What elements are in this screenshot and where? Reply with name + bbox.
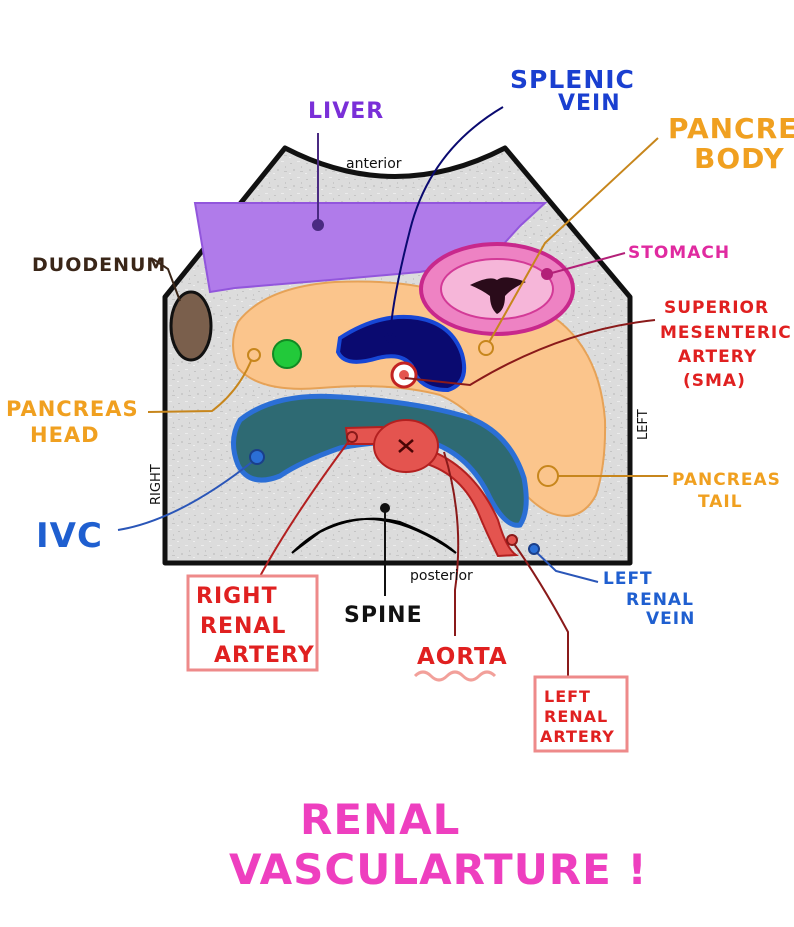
duodenum-shape (169, 290, 213, 362)
sma-label-line3: ARTERY (678, 347, 757, 367)
sma-label-line4: (SMA) (683, 371, 746, 391)
splenic-vein-label-line1: SPLENIC (510, 65, 635, 94)
liver-dot (312, 219, 324, 231)
duodenum-label: DUODENUM (32, 254, 166, 276)
left-renal-vein-dot (528, 543, 540, 555)
pancreas-head-label-line1: PANCREAS (6, 397, 139, 421)
diagram-title-line2: VASCULARTURE ! (229, 845, 648, 894)
splenic-vein-shape (335, 314, 467, 393)
ivc-leader (117, 457, 258, 531)
liver-label: LIVER (308, 99, 384, 124)
pancreas-body-leader (486, 137, 659, 347)
pancreas-head-label-line2: HEAD (30, 423, 100, 447)
aorta-label: AORTA (417, 644, 508, 670)
pancreas-head-dot (247, 348, 261, 362)
left-renal-artery-label-line1: LEFT (544, 687, 591, 706)
splenic-vein-leader (389, 106, 504, 339)
spine-shape (291, 517, 457, 554)
sma-label-line2: MESENTERIC (660, 323, 792, 343)
stomach-lumen (470, 277, 526, 314)
spine-dot (380, 503, 390, 513)
right-renal-artery-dot (346, 431, 358, 443)
stomach-leader (547, 252, 626, 275)
aorta-leader (443, 451, 460, 636)
anterior-label: anterior (346, 156, 402, 172)
left-renal-artery-dot (506, 534, 518, 546)
left-renal-vein-leader (533, 549, 599, 583)
right-renal-artery-label-line1: RIGHT (196, 584, 278, 609)
stomach-label: STOMACH (628, 243, 730, 263)
left-renal-artery-shape (419, 445, 519, 558)
pancreas-head-vessel (272, 339, 302, 369)
sma-label-line1: SUPERIOR (664, 298, 769, 318)
left-side-label: LEFT (636, 409, 651, 440)
right-renal-artery-leader (257, 436, 353, 581)
left-renal-vein-label-line3: VEIN (646, 609, 695, 629)
left-renal-artery-label-line2: RENAL (544, 707, 608, 726)
pancreas-tail-label-line1: PANCREAS (672, 470, 781, 490)
ivc-dot (249, 449, 265, 465)
pancreas-body-label-line2: BODY (694, 142, 785, 175)
pancreas-tail-label-line2: TAIL (698, 492, 743, 512)
duodenum-leader (152, 258, 181, 302)
spine-label: SPINE (344, 603, 423, 628)
left-renal-vein-label-line2: RENAL (626, 590, 694, 610)
pancreas-tail-dot (537, 465, 559, 487)
right-renal-artery-label-line3: ARTERY (214, 643, 315, 668)
pancreas-body-dot (478, 340, 494, 356)
aorta-underline (413, 670, 497, 682)
right-renal-artery-label-line2: RENAL (200, 614, 286, 639)
splenic-vein-label-line2: VEIN (558, 91, 621, 116)
diagram-title-line1: RENAL (300, 795, 460, 844)
right-side-label: RIGHT (149, 464, 164, 505)
aorta-mark (398, 439, 414, 453)
right-renal-artery-box (186, 574, 319, 672)
pancreas-head-leader (147, 355, 254, 413)
stomach-dot (541, 268, 553, 280)
posterior-label: posterior (410, 568, 473, 584)
ivc-shape (231, 393, 529, 528)
ivc-label: IVC (36, 516, 103, 556)
pancreas-body-label-line1: PANCREAS (668, 112, 794, 145)
left-renal-artery-box (533, 675, 629, 753)
left-renal-artery-leader (511, 540, 569, 677)
sma-leader (404, 319, 656, 387)
splenic-vein-dot (384, 333, 396, 345)
left-renal-vein-label-line1: LEFT (603, 569, 653, 589)
left-renal-artery-label-line3: ARTERY (540, 727, 615, 746)
